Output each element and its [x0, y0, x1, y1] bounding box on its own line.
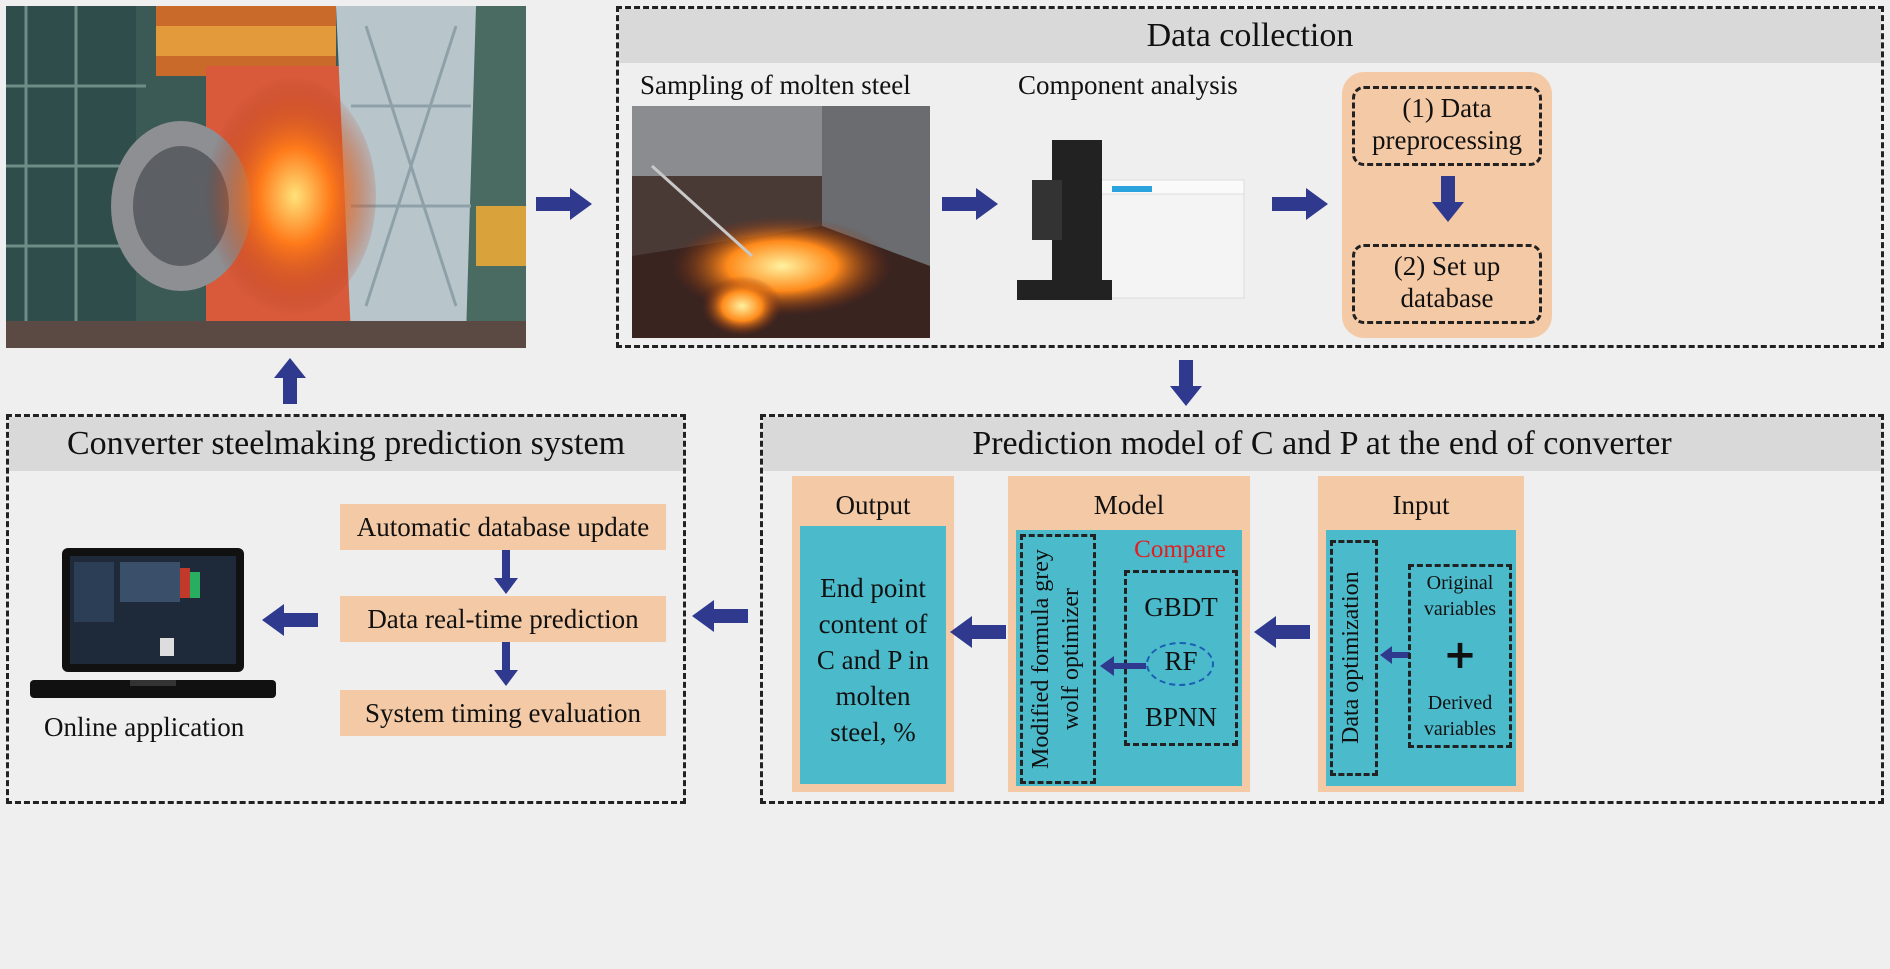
optimizer-label: Modified formula grey wolf optimizer [1028, 549, 1084, 769]
laptop-image [30, 548, 276, 698]
prediction-model-panel: Prediction model of C and P at the end o… [760, 414, 1884, 804]
converter-photo [6, 6, 526, 348]
optimizer-box [1020, 534, 1096, 784]
arrow-right-icon [536, 188, 592, 220]
arrow-down-icon [1170, 360, 1202, 406]
arrow-left-icon [1254, 616, 1310, 648]
arrow-down-icon [494, 642, 518, 686]
system-step-database-update: Automatic database update [340, 504, 666, 550]
output-header: Output [835, 490, 911, 520]
variables-box [1408, 564, 1512, 748]
output-content-box [800, 526, 946, 784]
component-analyzer-image [1012, 130, 1248, 302]
arrow-left-icon [950, 616, 1006, 648]
component-label: Component analysis [1018, 70, 1238, 100]
set-up-database-label: (2) Set up database [1393, 251, 1501, 313]
compare-label: Compare [1134, 536, 1226, 563]
algorithm-bpnn: BPNN [1144, 702, 1218, 732]
prediction-system-title: Converter steelmaking prediction system [9, 417, 683, 471]
original-variables-label: Original variables [1423, 572, 1497, 620]
data-preprocessing-step [1352, 86, 1542, 166]
data-collection-title: Data collection [619, 9, 1881, 63]
arrow-left-icon [1100, 656, 1146, 676]
data-preprocessing-label: (1) Data preprocessing [1372, 93, 1522, 155]
system-step-realtime-prediction: Data real-time prediction [340, 596, 666, 642]
derived-variables-label: Derived variables [1423, 692, 1497, 740]
arrow-left-icon [262, 604, 318, 636]
model-header: Model [1093, 490, 1165, 520]
arrow-right-icon [1272, 188, 1328, 220]
prediction-model-title: Prediction model of C and P at the end o… [763, 417, 1881, 471]
plus-icon: + [1443, 632, 1477, 678]
arrow-up-icon [274, 358, 306, 404]
output-text: End point content of C and P in molten s… [816, 573, 930, 747]
set-up-database-step [1352, 244, 1542, 324]
system-step-timing-evaluation: System timing evaluation [340, 690, 666, 736]
data-collection-panel: Data collection [616, 6, 1884, 348]
input-header: Input [1392, 490, 1450, 520]
arrow-left-icon [1380, 646, 1410, 664]
compare-box [1124, 570, 1238, 746]
arrow-left-icon [692, 600, 748, 632]
online-application-label: Online application [44, 712, 245, 742]
rf-highlight-ellipse [1146, 642, 1214, 686]
algorithm-rf: RF [1164, 646, 1198, 676]
input-content-box [1326, 530, 1516, 786]
prediction-system-panel: Converter steelmaking prediction system [6, 414, 686, 804]
data-optimization-box [1330, 540, 1378, 776]
arrow-right-icon [942, 188, 998, 220]
arrow-down-icon [494, 550, 518, 594]
sampling-label: Sampling of molten steel [640, 70, 911, 100]
arrow-down-icon [1432, 176, 1464, 222]
algorithm-gbdt: GBDT [1144, 592, 1218, 622]
data-optimization-label: Data optimization [1338, 571, 1364, 745]
molten-steel-sampling-photo [632, 106, 930, 338]
